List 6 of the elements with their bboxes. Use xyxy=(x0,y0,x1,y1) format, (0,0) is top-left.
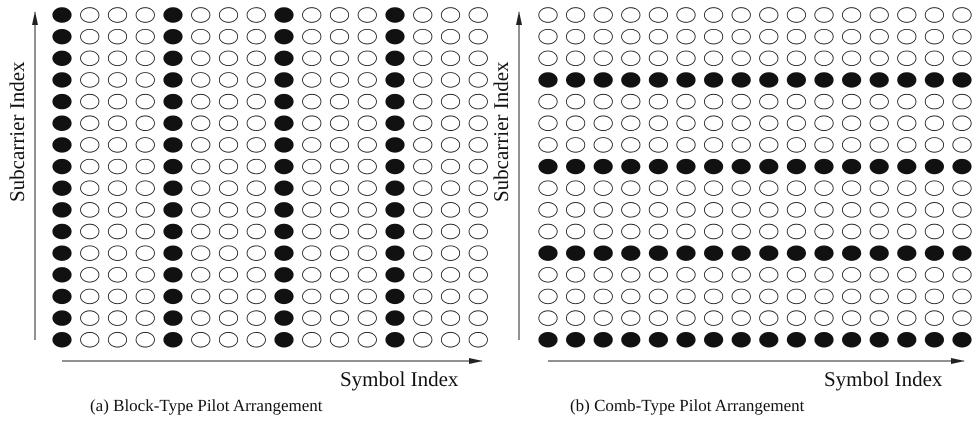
axis-label: Subcarrier Index xyxy=(491,61,512,202)
axis-label: Subcarrier Index xyxy=(7,61,28,202)
figure-caption: (a) Block-Type Pilot Arrangement xyxy=(90,397,322,414)
axis-label: Symbol Index xyxy=(824,369,942,390)
axis-label: Symbol Index xyxy=(340,369,458,390)
figure-caption: (b) Comb-Type Pilot Arrangement xyxy=(570,397,804,414)
